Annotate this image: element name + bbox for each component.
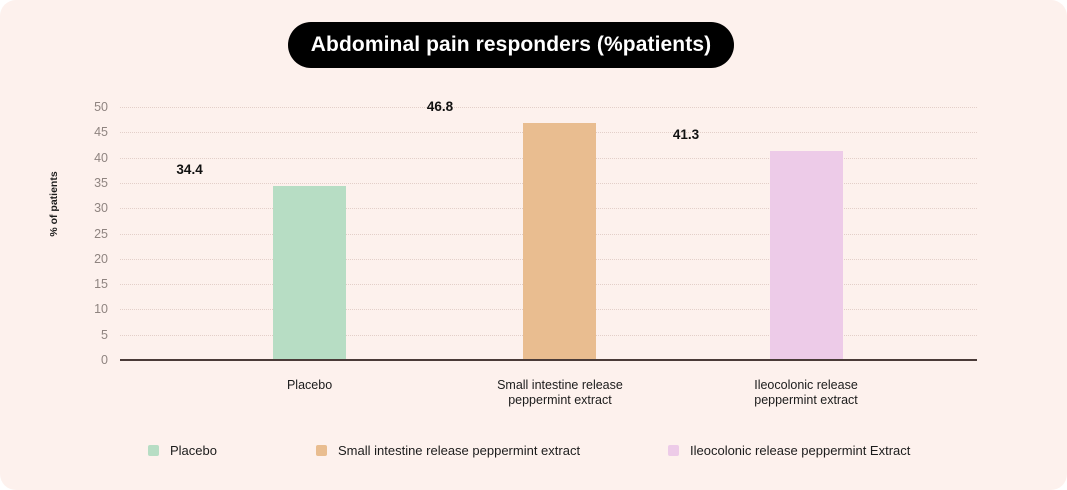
bar-value-label: 46.8	[426, 99, 454, 115]
bar-value-label: 41.3	[672, 127, 700, 143]
y-axis-tick-label: 35	[94, 175, 108, 190]
y-axis-tick-label: 30	[94, 201, 108, 216]
x-axis-line	[120, 359, 977, 361]
x-axis-category-line: peppermint extract	[754, 393, 858, 407]
legend-color-swatch	[668, 444, 679, 456]
legend-item-label: Placebo	[170, 442, 217, 458]
y-axis-tick-label: 25	[94, 226, 108, 241]
legend-color-swatch	[316, 444, 327, 456]
y-axis-tick-label: 0	[101, 353, 108, 367]
gridline	[120, 107, 977, 108]
plot-area	[120, 107, 977, 360]
y-axis-tick-label: 20	[94, 251, 108, 266]
y-axis-tick-label: 40	[94, 150, 108, 165]
bar[interactable]	[523, 123, 597, 360]
y-axis-tick-label: 10	[94, 302, 108, 317]
legend-item-label: Ileocolonic release peppermint Extract	[690, 442, 911, 458]
x-axis-category-line: Ileocolonic release	[754, 378, 858, 392]
y-axis-tick-label: 5	[101, 327, 108, 342]
legend-color-swatch	[148, 444, 159, 456]
y-axis-title: % of patients	[48, 171, 60, 237]
legend-item[interactable]: Ileocolonic release peppermint Extract	[668, 443, 910, 458]
chart-title-pill: Abdominal pain responders (%patients)	[288, 22, 734, 68]
x-axis-category-line: Small intestine release	[497, 378, 623, 392]
y-axis-tick-label: 50	[94, 100, 108, 114]
bar-value-label: 34.4	[176, 161, 203, 177]
legend-item[interactable]: Small intestine release peppermint extra…	[316, 443, 580, 458]
x-axis-category-line: Placebo	[286, 378, 333, 392]
legend-item[interactable]: Placebo	[148, 443, 217, 458]
y-axis-tick-label: 15	[94, 277, 108, 292]
bar[interactable]	[769, 151, 843, 360]
page-title: Abdominal pain responders (%patients)	[310, 33, 712, 56]
x-axis-category-line: peppermint extract	[508, 393, 612, 407]
y-axis-tick-label: 45	[94, 125, 108, 140]
x-axis-category-label: Placebo	[195, 378, 425, 393]
legend-item-label: Small intestine release peppermint extra…	[338, 442, 581, 458]
bar[interactable]	[273, 185, 347, 360]
